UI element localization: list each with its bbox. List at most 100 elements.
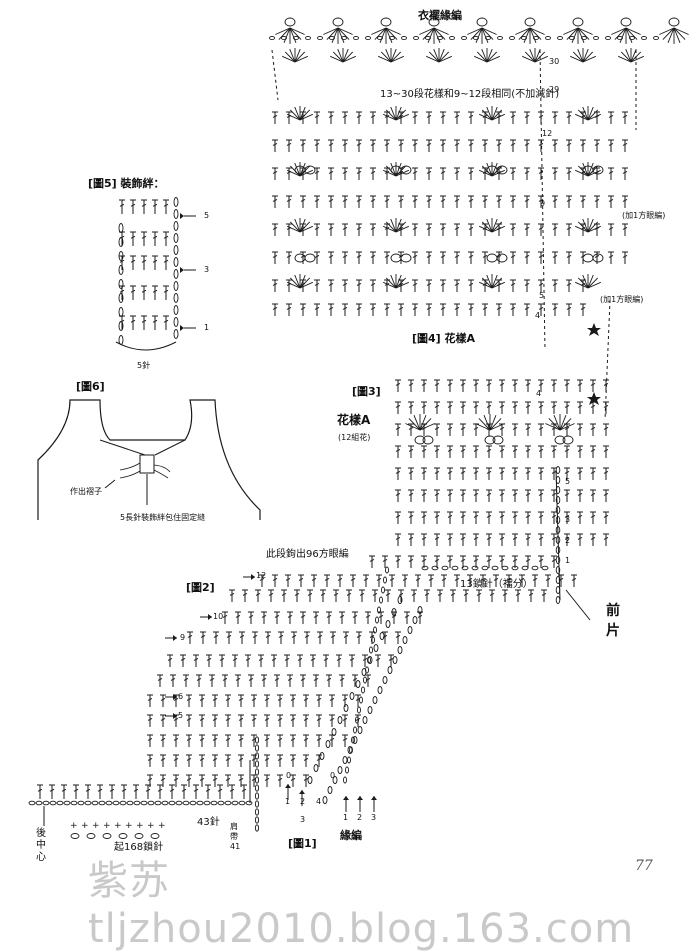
treble-stitch-symbol [524, 223, 530, 236]
shell-spoke [476, 51, 488, 63]
treble-stitch-symbol [97, 784, 103, 799]
chain-stitch-symbol [173, 317, 179, 327]
treble-stitch-symbol [622, 251, 628, 264]
row-mark: 3 [565, 515, 571, 524]
row-mark: 2 [300, 797, 306, 806]
chain-stitch-symbol [28, 800, 36, 806]
treble-stitch-symbol [372, 589, 378, 602]
chain-stitch-symbol [485, 35, 491, 41]
plus-stitch-symbol: + [81, 821, 89, 831]
treble-stitch-symbol [384, 279, 390, 292]
chain-stitch-symbol [373, 626, 377, 634]
chain-stitch-symbol [349, 746, 353, 754]
treble-stitch-symbol [342, 279, 348, 292]
treble-stitch-symbol [272, 251, 278, 264]
treble-stitch-symbol [552, 111, 558, 124]
chain-stitch-symbol [332, 17, 344, 27]
chain-stitch-symbol [501, 565, 509, 571]
chain-stitch-symbol [254, 792, 260, 800]
chain-stitch-symbol [451, 565, 459, 571]
shell-spoke [559, 418, 572, 431]
shell-spoke [481, 27, 497, 35]
treble-stitch-symbol [152, 255, 158, 270]
chain-stitch-symbol [653, 35, 659, 41]
treble-stitch-symbol [121, 784, 127, 799]
treble-stitch-symbol [225, 754, 231, 767]
treble-stitch-symbol [316, 714, 322, 727]
chain-stitch-symbol [373, 644, 379, 652]
treble-stitch-symbol [447, 379, 453, 392]
treble-stitch-symbol [524, 251, 530, 264]
chain-stitch-symbol [541, 565, 549, 571]
treble-stitch-symbol [145, 784, 151, 799]
treble-stitch-symbol [193, 654, 199, 667]
treble-stitch-symbol [408, 401, 414, 414]
treble-stitch-symbol [454, 223, 460, 236]
shell-spoke [419, 418, 432, 431]
shell-spoke [662, 27, 675, 40]
shell-spoke [426, 55, 440, 63]
chain-stitch-symbol [582, 253, 594, 263]
treble-stitch-symbol [564, 423, 570, 436]
shell-spoke [481, 109, 493, 121]
treble-stitch-symbol [421, 401, 427, 414]
treble-stitch-symbol [300, 195, 306, 208]
chain-stitch-symbol [592, 165, 604, 175]
treble-stitch-symbol [480, 574, 486, 587]
shell-spoke [390, 274, 397, 289]
outline-lines [37, 49, 637, 826]
arrow-head [180, 213, 184, 219]
treble-stitch-symbol [415, 574, 421, 587]
treble-stitch-symbol [119, 199, 125, 214]
shell-spoke [479, 281, 493, 289]
chain-stitch-symbol [397, 646, 403, 654]
row-mark: 4 [316, 797, 322, 806]
treble-stitch-symbol [395, 467, 401, 480]
treble-stitch-symbol [37, 784, 43, 799]
treble-stitch-symbol [538, 279, 544, 292]
chain-stitch-symbol [347, 756, 351, 764]
treble-stitch-symbol [187, 631, 193, 644]
chain-stitch-symbol [476, 17, 488, 27]
shell-spoke [287, 225, 301, 233]
outline-line [154, 439, 186, 456]
chain-stitch-symbol [173, 221, 179, 231]
treble-stitch-symbol [356, 223, 362, 236]
shell-spoke [582, 106, 589, 121]
treble-stitch-symbol [551, 555, 557, 568]
treble-stitch-symbol [486, 533, 492, 546]
treble-stitch-symbol [538, 379, 544, 392]
chain-stitch-symbol [431, 565, 439, 571]
shell-spoke [287, 169, 301, 177]
treble-stitch-symbol [482, 303, 488, 316]
shell-spoke [659, 27, 675, 35]
treble-stitch-symbol [426, 139, 432, 152]
treble-stitch-symbol [541, 589, 547, 602]
treble-stitch-symbol [524, 303, 530, 316]
treble-stitch-symbol [424, 589, 430, 602]
chain-stitch-symbol [407, 626, 413, 634]
treble-stitch-symbol [524, 279, 530, 292]
chain-stitch-symbol [254, 744, 260, 752]
shell-spoke [572, 51, 584, 63]
chain-stitch-symbol [254, 752, 260, 760]
chain-stitch-symbol [481, 565, 489, 571]
treble-stitch-symbol [264, 694, 270, 707]
treble-stitch-symbol [421, 533, 427, 546]
treble-stitch-symbol [356, 139, 362, 152]
shell-spoke [630, 48, 637, 63]
treble-stitch-symbol [167, 654, 173, 667]
treble-stitch-symbol [362, 654, 368, 667]
chain-stitch-symbol [555, 506, 561, 514]
treble-stitch-symbol [580, 303, 586, 316]
chain-stitch-symbol [254, 816, 260, 824]
shell-spoke [419, 27, 435, 35]
shell-spoke [474, 55, 488, 63]
treble-stitch-symbol [274, 674, 280, 687]
treble-stitch-symbol [486, 401, 492, 414]
chain-stitch-symbol [341, 35, 347, 41]
chain-stitch-symbol [461, 35, 467, 41]
treble-stitch-symbol [85, 784, 91, 799]
chain-stitch-symbol [377, 35, 383, 41]
chain-stitch-symbol [118, 223, 124, 233]
